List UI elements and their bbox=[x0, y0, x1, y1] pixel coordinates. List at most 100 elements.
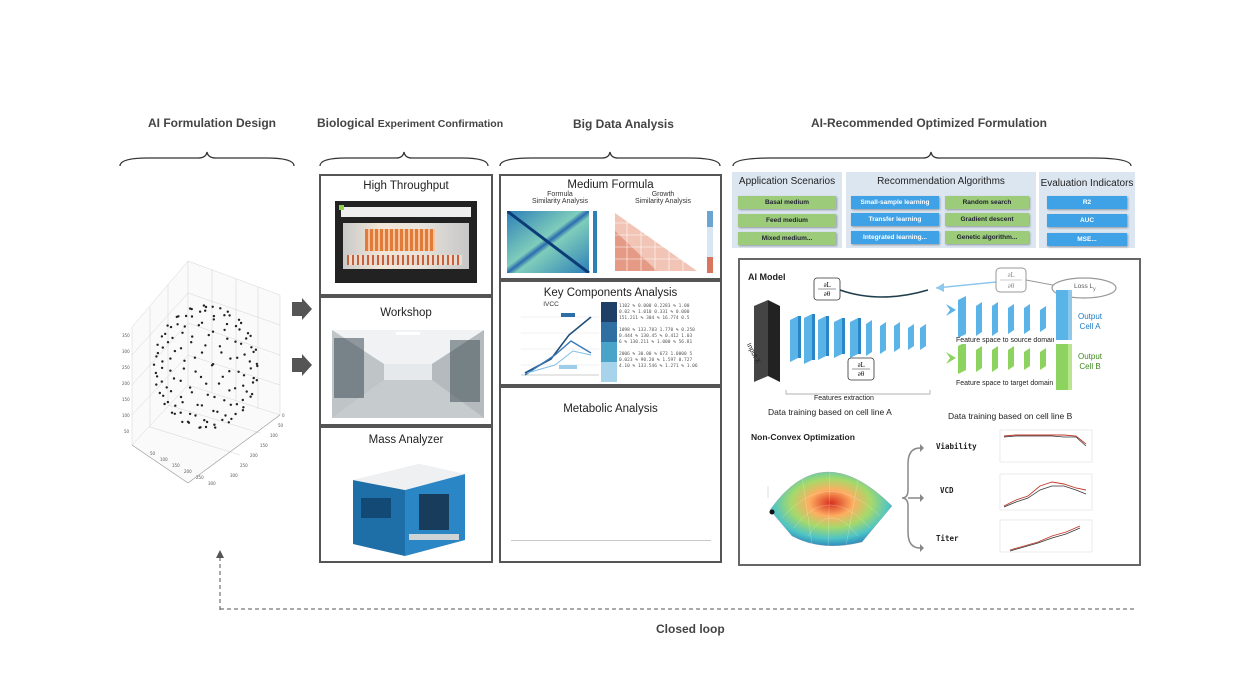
output-cell-a-line2: Cell A bbox=[1079, 322, 1101, 331]
scatter-point bbox=[205, 420, 209, 424]
stage-title-confirmation: Biological Experiment Confirmation bbox=[317, 116, 503, 130]
algorithms-title: Recommendation Algorithms bbox=[877, 176, 1005, 187]
scatter-point bbox=[191, 335, 194, 338]
scatter-point bbox=[165, 386, 168, 389]
algorithm-genetic: Genetic algorithm... bbox=[945, 231, 1029, 244]
scatter-point bbox=[156, 351, 160, 355]
svg-text:250: 250 bbox=[122, 365, 130, 370]
scatter-point bbox=[166, 400, 170, 404]
scatter-point bbox=[234, 412, 237, 416]
scenarios-title: Application Scenarios bbox=[738, 176, 836, 187]
scatter-point bbox=[239, 342, 243, 345]
feature-space-target: Feature space to target domain bbox=[956, 380, 1054, 387]
scatter-point bbox=[179, 395, 183, 399]
scatter-point bbox=[210, 364, 214, 367]
scatter-point bbox=[172, 377, 176, 380]
panel-metabolic: Metabolic Analysis bbox=[499, 386, 722, 563]
stage-title-bigdata: Big Data Analysis bbox=[573, 117, 674, 131]
scatter-point bbox=[155, 383, 158, 386]
closed-loop-line bbox=[216, 550, 1136, 610]
algorithm-small-sample: Small-sample learning bbox=[851, 196, 939, 209]
scatter-point bbox=[179, 347, 183, 350]
svg-text:350: 350 bbox=[122, 333, 130, 338]
svg-text:100: 100 bbox=[270, 433, 278, 438]
high-throughput-title: High Throughput bbox=[363, 180, 449, 192]
scatter-point bbox=[190, 341, 193, 344]
loss-label-main: Loss L bbox=[1074, 283, 1094, 290]
scatter-point bbox=[225, 322, 229, 326]
growth-similarity-heatmap bbox=[615, 211, 713, 273]
scatter-point bbox=[155, 355, 158, 358]
scatter-point bbox=[223, 314, 226, 317]
scatter-point bbox=[181, 420, 184, 424]
scatter-point bbox=[199, 375, 203, 379]
stage-title-design: AI Formulation Design bbox=[148, 116, 277, 130]
scatter-point bbox=[241, 409, 245, 412]
scatter-point bbox=[152, 363, 156, 366]
metrics-brace bbox=[901, 444, 924, 552]
svg-text:∂θ: ∂θ bbox=[824, 291, 831, 298]
scatter-point bbox=[226, 310, 229, 313]
scatter-point bbox=[228, 314, 231, 317]
svg-text:∂θ: ∂θ bbox=[858, 371, 865, 378]
scatter-point bbox=[256, 364, 259, 368]
scatter-point bbox=[242, 374, 246, 377]
indicators-title: Evaluation Indicators bbox=[1040, 178, 1134, 189]
scatter-point bbox=[252, 376, 255, 380]
svg-text:250: 250 bbox=[240, 463, 248, 468]
scatter-point bbox=[228, 389, 231, 392]
scatter-point bbox=[169, 369, 172, 372]
key-components-numbers: 1102 % 0.000 0.2283 % 1.00 0.02 % 1.010 … bbox=[619, 304, 698, 369]
key-components-sidebar bbox=[601, 302, 617, 382]
svg-text:200: 200 bbox=[122, 381, 130, 386]
features-extraction-label: Features extraction bbox=[814, 395, 874, 402]
mass-analyzer-photo bbox=[349, 460, 469, 558]
scatter-point bbox=[188, 307, 192, 310]
scatter-point bbox=[224, 414, 227, 417]
scatter-point bbox=[158, 391, 161, 395]
svg-text:100: 100 bbox=[122, 413, 130, 418]
svg-text:300: 300 bbox=[230, 473, 238, 478]
scatter-point bbox=[194, 414, 197, 417]
brace-bigdata bbox=[499, 151, 721, 167]
growth-similarity-label: Growth Similarity Analysis bbox=[615, 191, 711, 205]
scenarios-box: Application Scenarios Basal medium Feed … bbox=[732, 172, 842, 248]
scatter-point bbox=[218, 345, 222, 348]
scatter-point bbox=[174, 404, 177, 407]
panel-key-components: Key Components Analysis IVCC 1102 % 0.00… bbox=[499, 280, 722, 386]
scatter-point bbox=[216, 410, 219, 413]
scatter-point bbox=[249, 395, 252, 398]
scatter-point bbox=[204, 305, 208, 309]
medium-formula-title: Medium Formula bbox=[567, 179, 654, 191]
output-cell-b: Output Cell B bbox=[1078, 352, 1102, 372]
scatter-point bbox=[249, 334, 252, 338]
brace-optimized bbox=[732, 151, 1132, 167]
scatter-point bbox=[200, 351, 204, 354]
scatter-point bbox=[252, 350, 255, 354]
scatter-point bbox=[233, 387, 237, 390]
scatter-point bbox=[161, 360, 164, 363]
svg-text:250: 250 bbox=[196, 475, 204, 480]
scatter-point bbox=[237, 318, 241, 321]
scatter-point bbox=[197, 324, 200, 327]
train-cell-b-label: Data training based on cell line B bbox=[948, 411, 1073, 421]
scatter-point bbox=[227, 421, 230, 424]
scatter-point bbox=[238, 328, 241, 331]
ai-model-title: AI Model bbox=[748, 272, 786, 282]
scatter-point bbox=[179, 379, 182, 382]
stage-title-confirmation-a: Biological bbox=[317, 116, 378, 130]
scatter-point bbox=[160, 366, 164, 370]
output-cell-a: Output Cell A bbox=[1078, 312, 1102, 332]
scatter-point bbox=[254, 348, 258, 351]
indicator-r2: R2 bbox=[1047, 196, 1127, 209]
metabolic-chart-placeholder bbox=[511, 540, 711, 541]
scatter-point bbox=[239, 321, 243, 325]
scatter-point bbox=[175, 315, 178, 319]
scatter-point bbox=[173, 349, 177, 353]
scatter-point bbox=[212, 318, 215, 321]
algorithm-transfer-learning: Transfer learning bbox=[851, 213, 939, 226]
scatter-point bbox=[160, 380, 163, 383]
svg-text:300: 300 bbox=[122, 349, 130, 354]
svg-text:0: 0 bbox=[282, 413, 285, 418]
